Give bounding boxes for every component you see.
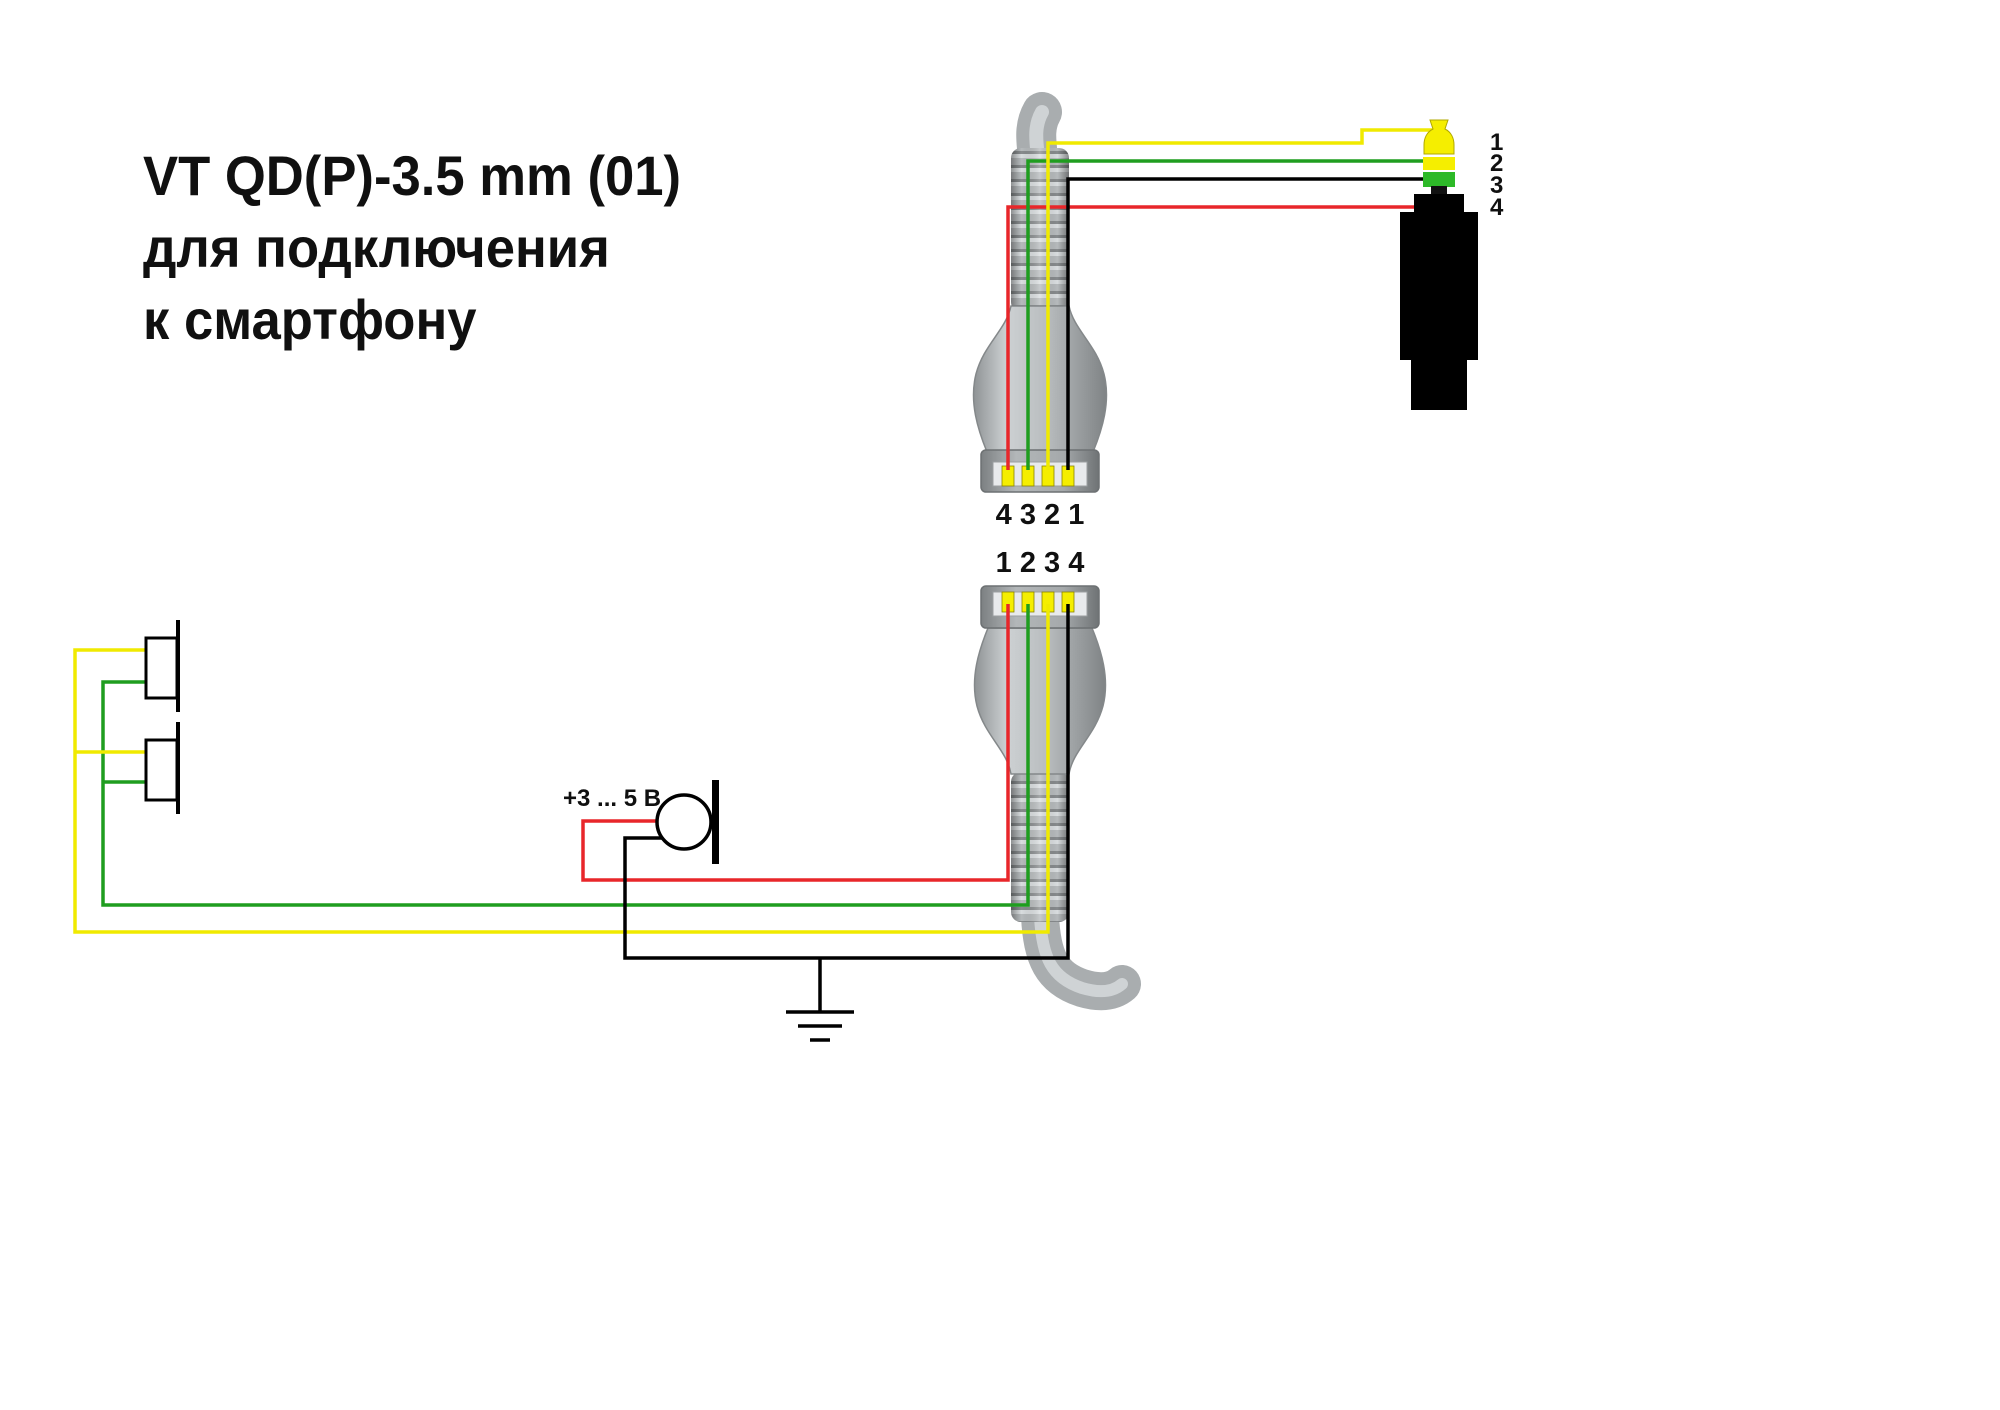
green-wire-top [1026,159,1424,470]
jack-sleeve-flange [1414,194,1464,212]
top-strain-relief-shade [1011,148,1069,312]
microphone-capsule [655,793,713,851]
speaker-2-driver [144,738,179,802]
yellow-wire-bottom [73,604,1050,934]
jack-ring-2 [1423,157,1455,170]
speaker-1 [144,620,180,712]
yellow-wire [73,128,1434,934]
microphone: +3 ... 5 В [563,780,719,864]
red-wire [581,205,1416,882]
bottom-strain-relief-shade [1011,772,1069,922]
top-qd-connector [972,92,1108,493]
mic-voltage-label: +3 ... 5 В [563,785,661,812]
jack-ring-3 [1423,172,1455,187]
jack-tip [1423,119,1455,155]
black-wire [623,177,1424,1012]
jack-pin-3-label: 3 [1490,172,1503,199]
top-connector-pin-labels: 4 3 2 1 [996,499,1085,531]
bottom-cable-highlight [1034,910,1128,998]
title: VT QD(P)-3.5 mm (01) для подключения к с… [143,145,681,352]
red-wire-bottom [581,604,1010,882]
black-wire-bottom [623,604,1070,960]
green-wire-bottom [101,604,1030,907]
bottom-connector-pin-labels: 1 2 3 4 [996,547,1085,579]
jack-pin-1-label: 1 [1490,129,1503,156]
bottom-connector-body [973,627,1107,775]
jack-body-lower [1411,360,1467,410]
green-wire [101,159,1424,907]
speaker-1-driver [144,636,179,700]
top-connector-body [972,305,1108,453]
microphone-backplate [712,780,719,864]
red-wire-top [1006,205,1416,470]
title-line-1: VT QD(P)-3.5 mm (01) [143,145,681,208]
yellow-wire-top [1046,128,1434,470]
trrs-jack: 1 2 3 4 [1400,119,1504,410]
black-wire-top [1066,177,1424,470]
jack-pin-2-label: 2 [1490,150,1503,177]
jack-body-upper [1400,212,1478,360]
title-line-2: для подключения [143,217,610,280]
title-line-3: к смартфону [143,289,477,352]
ground-symbol [786,1010,854,1042]
speaker-2 [144,722,180,814]
jack-pin-4-label: 4 [1490,194,1504,221]
jack-neck [1431,186,1447,195]
